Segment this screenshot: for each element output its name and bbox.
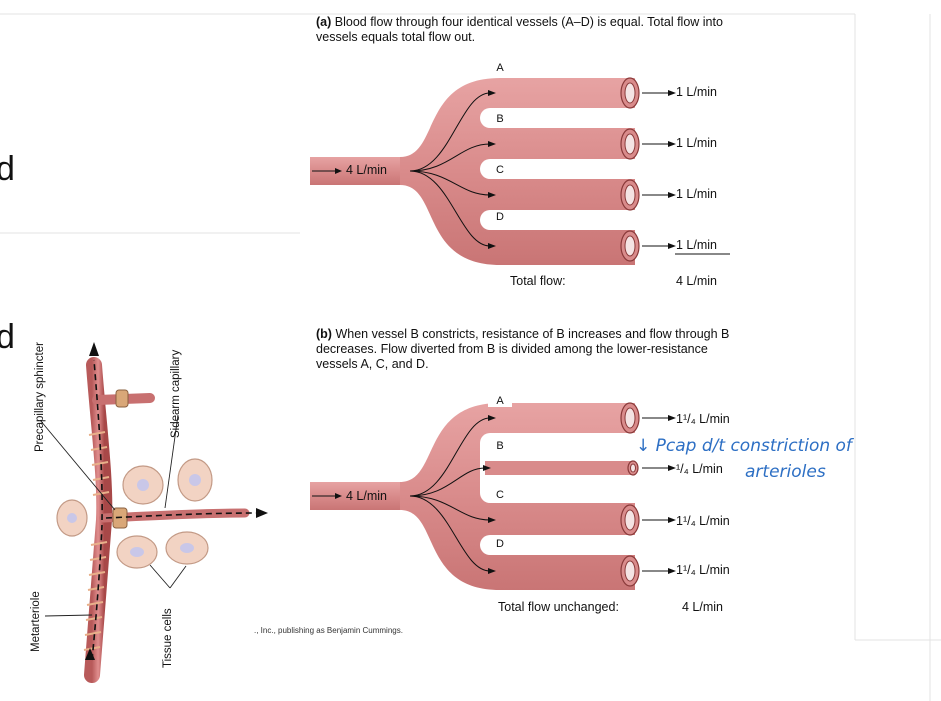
- panel-b-outflow-b: ¹/₄ L/min: [676, 462, 723, 476]
- label-sidearm-capillary: Sidearm capillary: [170, 349, 182, 438]
- capillary-bed-illustration: [39, 342, 268, 683]
- slide-text-fragment-top: d: [0, 150, 15, 188]
- panel-b-caption: (b) When vessel B constricts, resistance…: [316, 327, 730, 371]
- slide-text-fragment-bottom: d: [0, 318, 15, 356]
- panel-b-outflow-c: 1¹/₄ L/min: [676, 514, 730, 528]
- panel-a-outflow-c: 1 L/min: [676, 187, 717, 201]
- panel-b-total-label: Total flow unchanged:: [498, 600, 619, 614]
- panel-b-label-d: D: [488, 538, 512, 550]
- panel-a-caption: (a) Blood flow through four identical ve…: [316, 15, 723, 44]
- panel-b-vessel-diagram: [310, 402, 676, 590]
- panel-a-label-b: B: [488, 113, 512, 125]
- panel-a-outflow-a: 1 L/min: [676, 85, 717, 99]
- panel-a-outflow-b: 1 L/min: [676, 136, 717, 150]
- handwritten-annotation-line1: ↓ Pcap d/t constriction of: [636, 436, 852, 456]
- panel-a-total-value: 4 L/min: [676, 274, 717, 288]
- panel-b-outflow-d: 1¹/₄ L/min: [676, 563, 730, 577]
- panel-a-label-c: C: [488, 164, 512, 176]
- handwritten-annotation-line2: arterioles: [745, 462, 826, 482]
- panel-a-label-a: A: [488, 62, 512, 74]
- panel-b-label-a: A: [488, 395, 512, 407]
- publisher-credit: ., Inc., publishing as Benjamin Cummings…: [254, 626, 403, 635]
- panel-a-inflow: 4 L/min: [346, 163, 387, 177]
- label-precapillary-sphincter: Precapillary sphincter: [34, 342, 46, 452]
- panel-a-outflow-d: 1 L/min: [676, 238, 717, 252]
- panel-a-vessel-diagram: [310, 77, 730, 265]
- label-metarteriole: Metarteriole: [30, 591, 42, 652]
- panel-b-outflow-a: 1¹/₄ L/min: [676, 412, 730, 426]
- panel-b-label-c: C: [488, 489, 512, 501]
- panel-b-label-b: B: [488, 440, 512, 452]
- panel-a-label-d: D: [488, 211, 512, 223]
- panel-b-inflow: 4 L/min: [346, 489, 387, 503]
- panel-b-total-value: 4 L/min: [682, 600, 723, 614]
- panel-a-total-label: Total flow:: [510, 274, 566, 288]
- label-tissue-cells: Tissue cells: [162, 608, 174, 668]
